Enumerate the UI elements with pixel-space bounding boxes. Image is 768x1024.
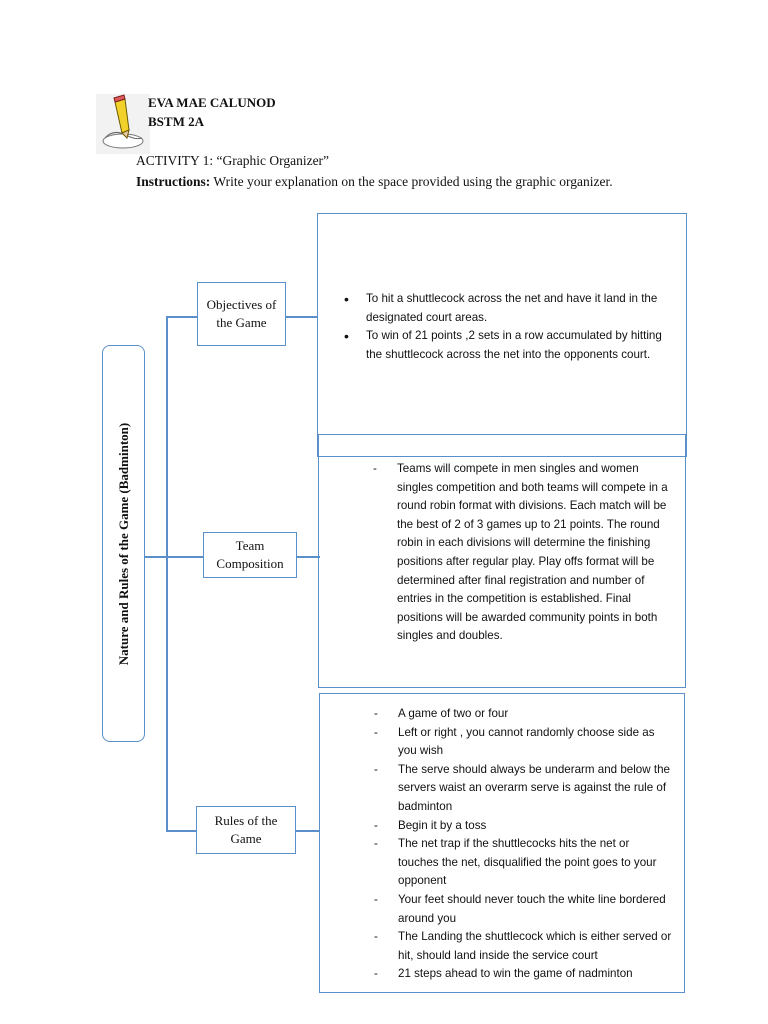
content-box-objectives: To hit a shuttlecock across the net and … [317, 213, 687, 457]
main-topic-label: Nature and Rules of the Game (Badminton) [115, 422, 131, 665]
connector-objectives [166, 316, 198, 318]
list-item: Teams will compete in men singles and wo… [371, 460, 673, 646]
content-box-team: Teams will compete in men singles and wo… [318, 434, 686, 688]
list-item: The serve should always be underarm and … [372, 761, 672, 817]
connector-rules [166, 830, 196, 832]
instructions: Instructions: Write your explanation on … [136, 172, 756, 192]
list-item: To hit a shuttlecock across the net and … [340, 290, 674, 327]
content-box-rules: A game of two or four Left or right , yo… [319, 693, 685, 993]
list-item: The net trap if the shuttlecocks hits th… [372, 835, 672, 891]
list-item: To win of 21 points ,2 sets in a row acc… [340, 327, 674, 364]
connector-trunk [166, 316, 168, 830]
instructions-label: Instructions: [136, 174, 211, 189]
connector-objectives-content [286, 316, 318, 318]
branch-label-objectives: Objectives of the Game [197, 282, 286, 346]
connector-team [166, 556, 204, 558]
main-topic-box: Nature and Rules of the Game (Badminton) [102, 345, 145, 742]
connector-team-content [296, 556, 320, 558]
connector-main [145, 556, 167, 558]
list-item: The Landing the shuttlecock which is eit… [372, 928, 672, 965]
instructions-text: Write your explanation on the space prov… [210, 174, 613, 189]
pencil-icon [102, 94, 144, 149]
student-name: EVA MAE CALUNOD [148, 95, 276, 110]
activity-title: ACTIVITY 1: “Graphic Organizer” [136, 153, 330, 168]
branch-label-team: Team Composition [203, 532, 297, 578]
list-item: A game of two or four [372, 705, 672, 724]
list-item: Begin it by a toss [372, 817, 672, 836]
objectives-list: To hit a shuttlecock across the net and … [340, 290, 674, 364]
branch-label-rules: Rules of the Game [196, 806, 296, 854]
list-item: 21 steps ahead to win the game of nadmin… [372, 965, 672, 984]
list-item: Left or right , you cannot randomly choo… [372, 724, 672, 761]
list-item: Your feet should never touch the white l… [372, 891, 672, 928]
rules-list: A game of two or four Left or right , yo… [372, 705, 672, 984]
pencil-clipart [96, 94, 150, 154]
connector-rules-content [296, 830, 320, 832]
student-section: BSTM 2A [148, 114, 204, 129]
team-list: Teams will compete in men singles and wo… [371, 460, 673, 646]
